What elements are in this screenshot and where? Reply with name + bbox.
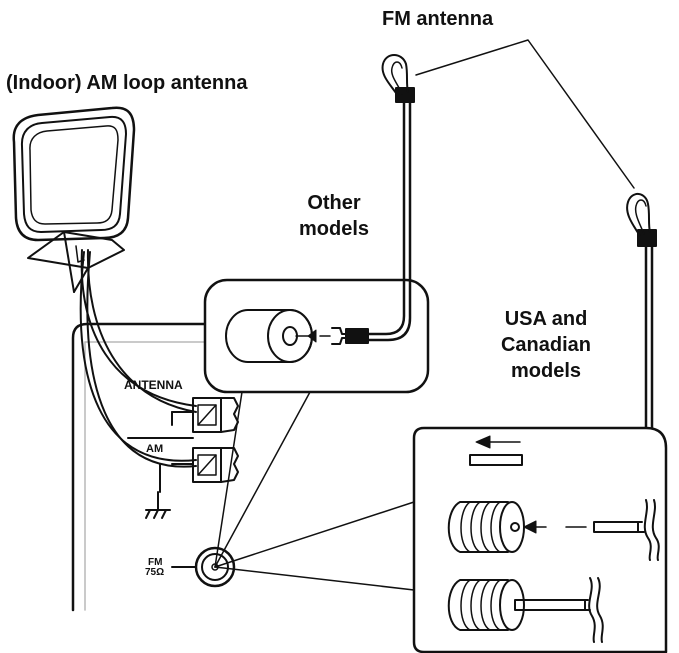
usa-line-2: Canadian [500,334,592,356]
other-models-line-2: models [298,218,370,240]
other-models-callout [203,278,430,568]
fm-terminal-label: FM [148,557,163,568]
usa-line-3: models [510,360,582,382]
usa-line-1: USA and [504,308,588,330]
fm-antenna-label: FM antenna [382,8,494,30]
usa-canadian-models-label: USA and Canadian models [486,306,606,384]
am-terminal-label: AM [146,443,164,455]
ground-symbol [145,491,171,519]
other-models-line-1: Other [307,192,361,214]
fm-antenna-other [366,54,415,342]
am-terminal-block [127,397,239,493]
am-loop-antenna [12,106,197,468]
ferrite-connector-1 [447,499,660,561]
am-loop-antenna-label: (Indoor) AM loop antenna [6,72,248,94]
fm-antenna-leader [415,39,635,189]
ohm-label: 75Ω [145,567,165,578]
other-models-label: Other models [294,190,374,242]
fm-jack [171,546,236,588]
ferrite-connector-2 [447,577,604,643]
usa-canada-callout [214,426,668,653]
antenna-label: ANTENNA [124,378,183,392]
